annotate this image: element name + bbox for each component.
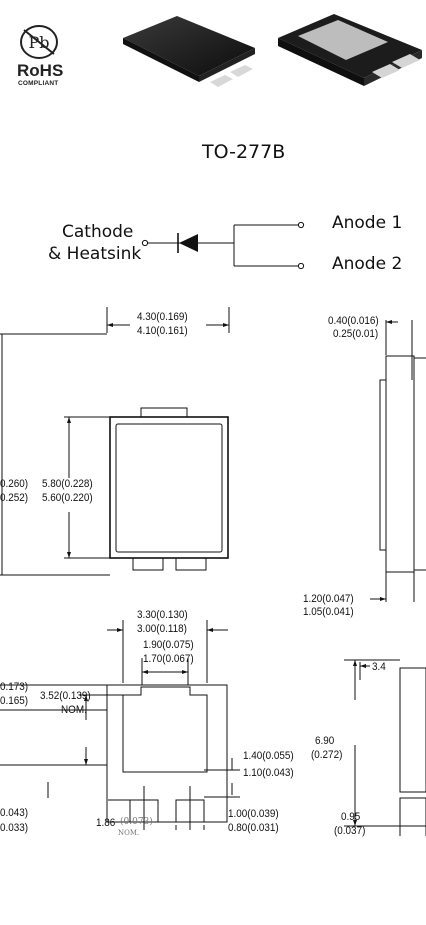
dim-lead-h-max: 1.40(0.055)	[243, 750, 294, 762]
dim-inner-h-max: 5.80(0.228)	[42, 478, 93, 490]
anode2-label: Anode 2	[332, 254, 403, 274]
dim-left-h-max: 0.260)	[0, 478, 29, 490]
dim-land-h: 6.90	[315, 735, 335, 747]
package-top-render	[123, 16, 255, 87]
land-pattern-outline	[344, 659, 426, 836]
dim-lead-w-max: 1.00(0.039)	[228, 808, 279, 820]
dim-lead-l-min: 0.033)	[0, 822, 29, 834]
dim-left2-max: 0.173)	[0, 681, 29, 693]
dim-left2-min: 0.165)	[0, 695, 29, 707]
dim-top-width-max: 4.30(0.169)	[137, 311, 188, 323]
cathode-label-line1: Cathode	[62, 222, 134, 242]
pb-text: Pb	[28, 33, 49, 52]
dim-side-bot-min: 1.05(0.041)	[303, 606, 354, 618]
dim-pad-h-nom-label: NOM.	[61, 704, 87, 716]
dim-pad-h-nom: 3.52(0.139)	[40, 690, 91, 702]
dim-lead-w-min: 0.80(0.031)	[228, 822, 279, 834]
dim-top-width-min: 4.10(0.161)	[137, 325, 188, 337]
top-view-outline	[0, 307, 230, 576]
dim-pad-w-max: 3.30(0.130)	[137, 609, 188, 621]
dim-side-t-min: 0.25(0.01)	[333, 328, 379, 340]
dim-pad-w-min: 3.00(0.118)	[137, 623, 187, 635]
package-bottom-render	[278, 14, 422, 86]
dim-tab-w-max: 1.90(0.075)	[143, 639, 194, 651]
dim-land-w-partial: 3.4	[372, 661, 386, 673]
dim-left-h-min: 0.252)	[0, 492, 29, 504]
dim-tab-w-min: 1.70(0.067)	[143, 653, 194, 665]
dim-pitch-value: 1.86	[96, 817, 116, 829]
dim-pitch-inch: (0.073)	[120, 817, 153, 827]
pb-free-icon: Pb	[20, 25, 58, 59]
rohs-subtitle: COMPLIANT	[18, 80, 59, 87]
anode1-label: Anode 1	[332, 213, 403, 233]
dim-pitch-nom: NOM.	[118, 829, 140, 837]
side-view-outline	[370, 320, 426, 602]
rohs-title: RoHS	[17, 61, 64, 80]
diode-schematic	[141, 221, 305, 270]
dim-lead-l-max: 0.043)	[0, 807, 29, 819]
dim-land-h-inch: (0.272)	[311, 749, 343, 761]
dim-side-t-max: 0.40(0.016)	[328, 315, 379, 327]
dim-lead-h-min: 1.10(0.043)	[243, 767, 294, 779]
dim-land-small: 0.95	[341, 811, 361, 823]
cathode-label-line2: & Heatsink	[48, 244, 142, 264]
package-name: TO-277B	[202, 141, 286, 163]
dim-side-bot-max: 1.20(0.047)	[303, 593, 354, 605]
dim-land-small-inch: (0.037)	[334, 825, 366, 837]
dim-inner-h-min: 5.60(0.220)	[42, 492, 93, 504]
bottom-view-outline	[0, 620, 240, 830]
